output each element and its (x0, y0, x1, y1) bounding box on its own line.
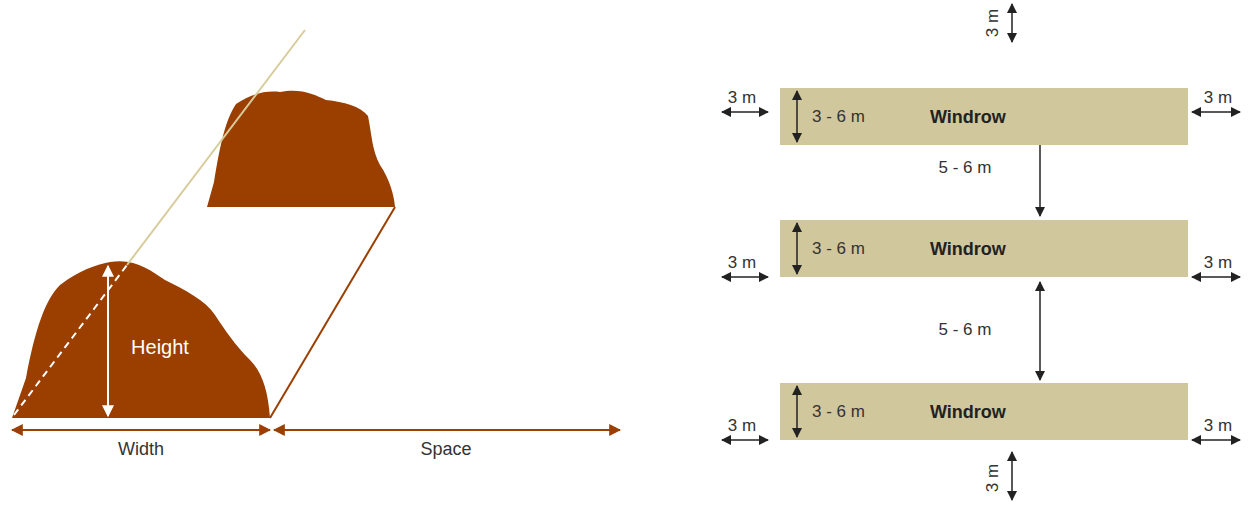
windrow-label: Windrow (930, 106, 1006, 127)
front-pile (12, 261, 270, 418)
width-dimension: 3 - 6 m (812, 402, 865, 422)
windrow-band: 3 - 6 m Windrow (780, 220, 1188, 277)
dimension-arrow (722, 276, 768, 278)
windrow-label: Windrow (930, 238, 1006, 259)
dimension-arrow (1011, 452, 1013, 500)
windrow-band: 3 - 6 m Windrow (780, 383, 1188, 440)
height-label: Height (131, 336, 189, 359)
dimension-arrow (722, 439, 768, 441)
dimension-label: 5 - 6 m (939, 158, 992, 178)
dimension-arrow (1192, 276, 1240, 278)
width-dimension: 3 - 6 m (812, 239, 865, 259)
dimension-label: 3 m (1204, 88, 1232, 108)
dimension-arrow (788, 88, 808, 145)
back-pile (207, 91, 395, 207)
dimension-arrow (722, 111, 768, 113)
dimension-label: 3 m (1204, 253, 1232, 273)
dimension-label: 5 - 6 m (939, 320, 992, 340)
windrow-band: 3 - 6 m Windrow (780, 88, 1188, 145)
dimension-arrow (1011, 4, 1013, 42)
width-label: Width (118, 439, 164, 460)
dimension-arrow (1039, 282, 1041, 380)
dimension-arrow (1192, 439, 1240, 441)
windrow-label: Windrow (930, 401, 1006, 422)
dimension-arrow (788, 383, 808, 440)
dimension-arrow (788, 220, 808, 277)
dimension-label: 3 m (728, 253, 756, 273)
dimension-arrow (1192, 111, 1240, 113)
width-arrow (12, 429, 270, 431)
space-label: Space (420, 439, 471, 460)
width-dimension: 3 - 6 m (812, 107, 865, 127)
diagonal-line (127, 30, 305, 265)
space-arrow (274, 429, 620, 431)
pile-outline (270, 207, 395, 418)
dimension-label: 3 m (983, 464, 1003, 492)
dimension-label: 3 m (728, 416, 756, 436)
dimension-label: 3 m (1204, 416, 1232, 436)
height-arrow (107, 266, 109, 416)
dimension-label: 3 m (983, 9, 1003, 37)
dimension-label: 3 m (728, 88, 756, 108)
diagonal-dashed (14, 265, 127, 415)
